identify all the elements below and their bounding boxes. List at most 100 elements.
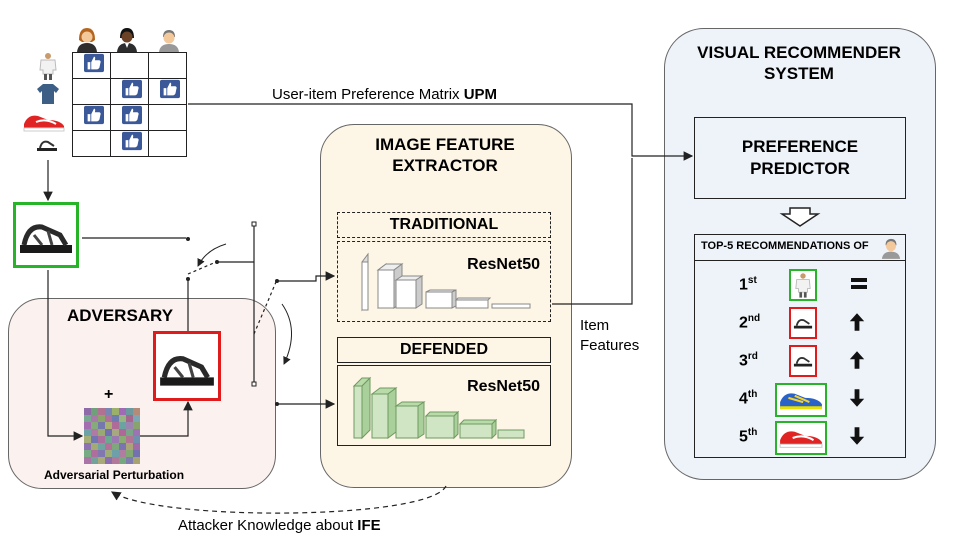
user-avatar-icon (881, 238, 901, 259)
attacker-knowledge-text: Attacker Knowledge about (178, 517, 358, 534)
traditional-label-box: TRADITIONAL (337, 212, 551, 238)
man-avatar-icon (159, 30, 179, 52)
rank-number: 1 (739, 276, 748, 294)
upm-label: User-item Preference Matrix UPM (272, 86, 497, 103)
upm-cell (148, 52, 187, 79)
sneaker-red-icon (23, 115, 65, 132)
sandal-icon (160, 356, 214, 386)
adversary-panel (8, 298, 276, 489)
ife-title: IMAGE FEATURE EXTRACTOR (330, 134, 560, 176)
upm-row (72, 130, 187, 157)
upm-row (72, 78, 187, 105)
upm-cell (72, 52, 111, 79)
thumbs-up-icon (82, 53, 104, 73)
item-features-label: Item Features (580, 316, 639, 356)
original-item-image (13, 202, 79, 268)
recommended-item-thumbnail (775, 383, 827, 417)
vrs-title: VISUAL RECOMMENDER SYSTEM (674, 42, 924, 84)
sandal-icon (793, 316, 813, 330)
top5-header-divider (695, 260, 905, 261)
rank-label: 3rd (739, 351, 758, 370)
sandal-icon (20, 224, 72, 253)
recommended-item-thumbnail (775, 421, 827, 455)
upm-cell (110, 130, 149, 157)
upm-row (72, 52, 187, 79)
rank-label: 2nd (739, 313, 760, 332)
upm-cell (72, 104, 111, 131)
adversarial-noise-image (84, 408, 140, 464)
rank-suffix: nd (747, 313, 761, 324)
top5-header: TOP-5 RECOMMENDATIONS OF (701, 240, 869, 252)
upm-cell (110, 78, 149, 105)
thumbs-up-icon (158, 79, 180, 99)
rank-suffix: st (747, 275, 757, 286)
predictor-line1: PREFERENCE (741, 137, 859, 156)
upm-row (72, 104, 187, 131)
recommendation-row: 5th (695, 419, 905, 459)
sneaker-red-icon (778, 425, 824, 451)
rank-label: 1st (739, 275, 757, 294)
recommendation-row: 1st (695, 267, 905, 307)
predictor-title: PREFERENCE PREDICTOR (695, 136, 905, 180)
recommendation-row: 2nd (695, 305, 905, 345)
rank-number: 4 (739, 390, 748, 408)
man-dark-avatar-icon (117, 28, 137, 52)
upm-label-text: User-item Preference Matrix (272, 86, 464, 103)
rank-number: 3 (739, 352, 748, 370)
rank-suffix: th (747, 427, 758, 438)
traditional-cnn-diagram (361, 252, 531, 312)
resnet-traditional-label: ResNet50 (467, 256, 540, 273)
upm-cell (148, 78, 187, 105)
thumbs-up-icon (120, 131, 142, 151)
adversary-title: ADVERSARY (66, 306, 174, 325)
attacker-knowledge-bold: IFE (357, 517, 381, 534)
arrow-down-icon (849, 387, 865, 414)
defended-label: DEFENDED (399, 341, 488, 358)
upm-cell (110, 104, 149, 131)
rank-suffix: rd (747, 351, 758, 362)
resnet-defended-label: ResNet50 (467, 378, 540, 395)
rank-suffix: th (747, 389, 758, 400)
rank-label: 4th (739, 389, 757, 408)
arrow-down-icon (849, 425, 865, 452)
plus-sign: + (104, 386, 114, 403)
recommendation-row: 4th (695, 381, 905, 421)
upm-cell (72, 78, 111, 105)
recommended-item-thumbnail (789, 307, 817, 339)
arrow-up-icon (849, 349, 865, 376)
rank-number: 2 (739, 314, 748, 332)
recommendation-row: 3rd (695, 343, 905, 383)
ife-title-line2: EXTRACTOR (392, 156, 498, 175)
vrs-title-line1: VISUAL RECOMMENDER (697, 43, 901, 62)
sneaker-blue-icon (778, 387, 824, 413)
defended-cnn-diagram (352, 376, 525, 440)
predictor-line2: PREDICTOR (750, 159, 850, 178)
upm-cell (148, 130, 187, 157)
rank-number: 5 (739, 428, 748, 446)
woman-avatar-icon (77, 28, 97, 52)
tshirt-white-icon (794, 272, 812, 298)
rank-label: 5th (739, 427, 757, 446)
vrs-title-line2: SYSTEM (764, 64, 834, 83)
tshirt-blue-icon (37, 84, 59, 104)
traditional-model-box: ResNet50 (337, 241, 551, 322)
upm-label-bold: UPM (463, 86, 498, 103)
recommended-item-thumbnail (789, 269, 817, 301)
thumbs-up-icon (120, 79, 142, 99)
sandal-icon (793, 354, 813, 368)
item-features-line2: Features (580, 337, 640, 354)
upm-cell (72, 130, 111, 157)
user-item-preference-matrix (72, 52, 187, 157)
defended-label-box: DEFENDED (337, 337, 551, 363)
adversarial-item-image (153, 331, 221, 401)
top5-title: TOP-5 RECOMMENDATIONS OF (701, 240, 869, 252)
perturbation-label: Adversarial Perturbation (44, 468, 185, 482)
thumbs-up-icon (120, 105, 142, 125)
preference-predictor-box: PREFERENCE PREDICTOR (694, 117, 906, 199)
ife-title-line1: IMAGE FEATURE (375, 135, 515, 154)
sandal-icon (37, 140, 57, 151)
traditional-label: TRADITIONAL (389, 216, 499, 233)
attacker-knowledge-label: Attacker Knowledge about IFE (178, 517, 381, 534)
